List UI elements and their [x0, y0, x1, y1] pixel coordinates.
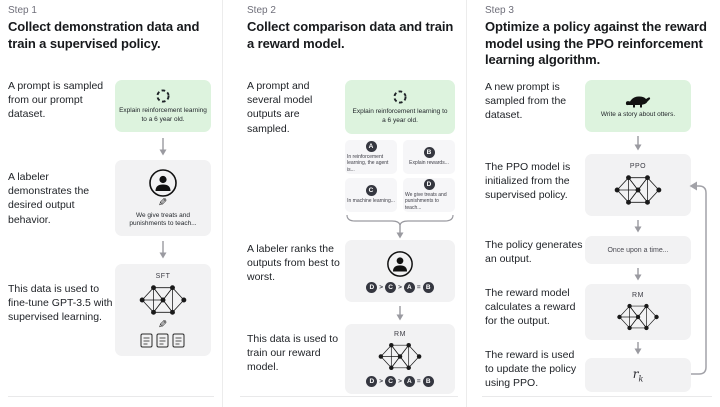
down-arrow-icon	[396, 306, 404, 321]
desc-new-prompt: A new prompt is sampled from the dataset…	[485, 81, 567, 122]
output-text: In machine learning...	[347, 198, 395, 205]
rank-separator: =	[416, 283, 421, 291]
model-label: RM	[632, 291, 644, 299]
rank-letter-badge: C	[385, 376, 397, 387]
rank-separator: >	[379, 378, 384, 385]
desc-labeler-demonstrates: A labeler demonstrates the desired outpu…	[8, 171, 90, 226]
prompt-caption: Write a story about otters.	[600, 110, 676, 118]
ppo-box: PPO	[585, 154, 691, 216]
step-title: Collect demonstration data and train a s…	[8, 19, 200, 51]
pencil-icon: ✎	[158, 318, 168, 331]
rank-letter-badge: B	[422, 376, 434, 387]
output-letter-badge: B	[423, 147, 435, 159]
desc-policy-generates: The policy generates an output.	[485, 239, 583, 266]
step-1-column: Step 1 Collect demonstration data and tr…	[8, 0, 222, 407]
column-baseline	[482, 396, 712, 397]
rank-letter-badge: D	[366, 281, 378, 293]
neural-network-icon	[617, 303, 659, 330]
rank-separator: >	[398, 283, 402, 291]
neural-network-icon	[139, 284, 187, 315]
pencil-icon: ✎	[158, 196, 168, 209]
model-label: PPO	[629, 162, 647, 170]
down-arrow-icon	[159, 241, 167, 259]
down-arrow-icon	[634, 342, 642, 355]
output-text-box: Once upon a time...	[585, 236, 691, 264]
ranking-sequence: D > C > A = B	[366, 281, 434, 293]
down-arrow-icon	[396, 224, 404, 239]
output-card-b: B Explain rewards...	[403, 140, 455, 174]
cycle-icon	[156, 89, 170, 103]
output-text: Explain rewards...	[409, 160, 449, 167]
step-label: Step 2	[247, 5, 276, 16]
brace-icon	[346, 214, 454, 225]
sft-box: SFT ✎	[115, 264, 211, 356]
prompt-caption: Explain reinforcement learning to a 6 ye…	[352, 108, 448, 124]
desc-train-reward-model: This data is used to train our reward mo…	[247, 333, 339, 374]
desc-finetune-sft: This data is used to fine-tune GPT-3.5 w…	[8, 283, 113, 324]
step-3-column: Step 3 Optimize a policy against the rew…	[485, 0, 712, 407]
ranking-sequence: D > C > A = B	[366, 376, 434, 387]
rm-box: RM D > C >	[345, 324, 455, 394]
column-baseline	[8, 396, 214, 397]
desc-labeler-ranks: A labeler ranks the outputs from best to…	[247, 243, 340, 284]
prompt-caption: Explain reinforcement learning to a 6 ye…	[119, 107, 207, 123]
prompt-box: Write a story about otters.	[585, 80, 691, 132]
rank-separator: >	[379, 283, 384, 291]
down-arrow-icon	[634, 136, 642, 151]
rank-separator: =	[416, 378, 421, 385]
reward-symbol: rk	[632, 366, 644, 384]
rank-separator: >	[398, 378, 402, 385]
model-label: SFT	[155, 272, 171, 280]
prompt-box: Explain reinforcement learning to a 6 ye…	[115, 80, 211, 132]
output-card-a: A In reinforcement learning, the agent i…	[345, 140, 397, 174]
down-arrow-icon	[634, 268, 642, 281]
neural-network-icon	[378, 342, 422, 371]
desc-reward-calculated: The reward model calculates a reward for…	[485, 287, 576, 328]
step-title: Optimize a policy against the reward mod…	[485, 19, 707, 68]
output-letter-badge: D	[423, 179, 435, 191]
ranking-box: D > C > A = B	[345, 240, 455, 302]
rank-letter-badge: B	[422, 281, 434, 293]
column-divider	[466, 0, 467, 407]
column-baseline	[240, 396, 458, 397]
output-card-c: C In machine learning...	[345, 178, 397, 212]
otter-icon	[625, 96, 651, 108]
desc-outputs-sampled: A prompt and several model outputs are s…	[247, 80, 313, 135]
neural-network-icon	[614, 174, 662, 205]
prompt-box: Explain reinforcement learning to a 6 ye…	[345, 80, 455, 134]
step-label: Step 1	[8, 5, 37, 16]
rank-letter-badge: A	[403, 376, 415, 387]
reward-box: rk	[585, 358, 691, 392]
desc-reward-updates-policy: The reward is used to update the policy …	[485, 349, 577, 390]
output-text: In reinforcement learning, the agent is.…	[347, 154, 389, 173]
output-text: We give treats and punishments to teach.…	[405, 192, 447, 211]
step-label: Step 3	[485, 5, 514, 16]
labeler-demo-caption: We give treats and punishments to teach.…	[129, 211, 197, 227]
model-label: RM	[394, 331, 406, 338]
labeler-icon	[149, 168, 177, 197]
output-letter-badge: C	[365, 185, 377, 197]
labeler-icon	[387, 250, 413, 277]
step-2-column: Step 2 Collect comparison data and train…	[247, 0, 459, 407]
rank-letter-badge: A	[403, 281, 415, 293]
rank-letter-badge: D	[366, 376, 378, 387]
output-letter-badge: A	[365, 141, 377, 153]
labeler-demo-box: ✎ We give treats and punishments to teac…	[115, 160, 211, 236]
desc-prompt-sampled: A prompt is sampled from our prompt data…	[8, 80, 104, 121]
column-divider	[222, 0, 223, 407]
rm-box: RM	[585, 284, 691, 340]
rank-letter-badge: C	[385, 281, 397, 293]
cycle-icon	[393, 90, 407, 104]
down-arrow-icon	[634, 220, 642, 233]
down-arrow-icon	[159, 138, 167, 156]
desc-ppo-initialized: The PPO model is initialized from the su…	[485, 161, 571, 202]
documents-icon	[140, 333, 185, 347]
output-card-d: D We give treats and punishments to teac…	[403, 178, 455, 212]
step-title: Collect comparison data and train a rewa…	[247, 19, 454, 51]
